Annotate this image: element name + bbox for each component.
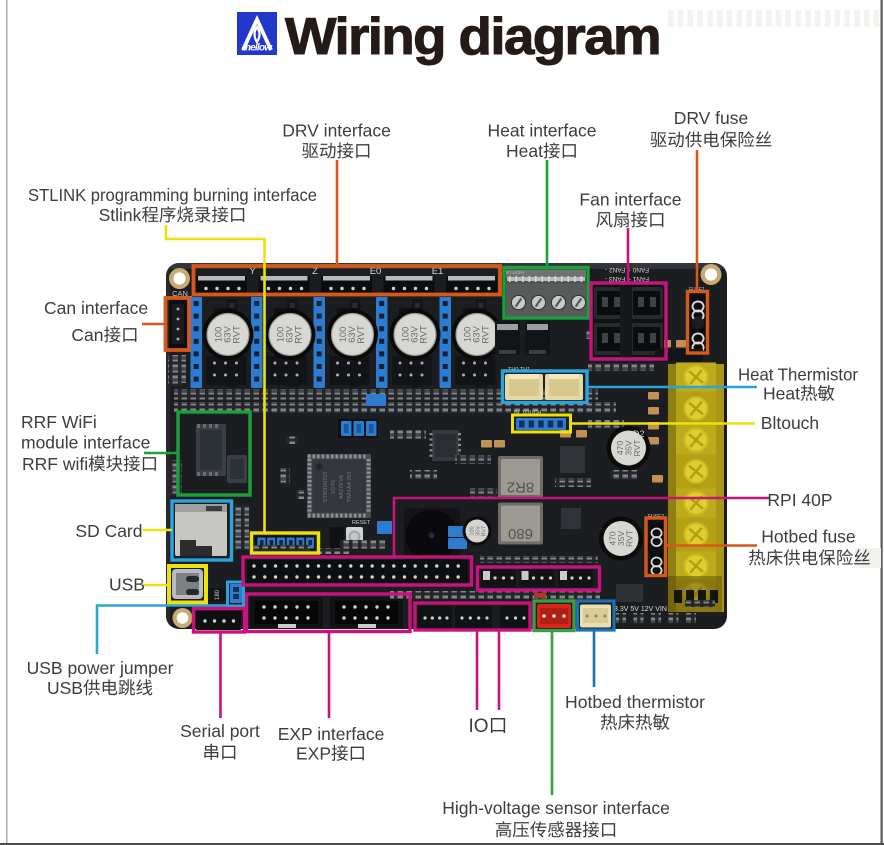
svg-text:mellow: mellow	[242, 43, 273, 54]
svg-text:DRV fuse: DRV fuse	[674, 108, 749, 128]
svg-text:RVT: RVT	[356, 325, 366, 344]
svg-text:EXP: EXP	[296, 744, 331, 764]
svg-text:RRF WiFi: RRF WiFi	[21, 412, 97, 432]
svg-text:RVT: RVT	[625, 529, 635, 547]
svg-text:Wiring diagram: Wiring diagram	[285, 8, 660, 66]
svg-text:E1: E1	[432, 266, 444, 277]
svg-text:63V: 63V	[472, 325, 482, 342]
svg-text:Can interface: Can interface	[44, 298, 148, 318]
svg-text:RVT: RVT	[481, 325, 491, 344]
svg-text:Z: Z	[312, 266, 318, 277]
svg-text:470: 470	[615, 441, 625, 456]
svg-text:Heat: Heat	[763, 384, 800, 404]
svg-text:RVT: RVT	[294, 325, 304, 344]
svg-text:180: 180	[215, 589, 221, 600]
svg-text:HEAT OUT: HEAT OUT	[501, 270, 524, 275]
svg-text:RVT: RVT	[482, 525, 488, 537]
svg-text:63V: 63V	[410, 325, 420, 342]
svg-text:DRV interface: DRV interface	[282, 121, 391, 141]
svg-text:IO: IO	[469, 716, 489, 737]
svg-text:100: 100	[276, 327, 286, 343]
svg-text:USB: USB	[109, 575, 145, 595]
svg-text:470: 470	[608, 531, 618, 546]
svg-text:module interface: module interface	[21, 433, 150, 453]
svg-text:100: 100	[214, 327, 224, 343]
svg-text:RESET: RESET	[352, 520, 371, 526]
svg-text:SD Card: SD Card	[75, 521, 142, 541]
svg-text:AA179 V6: AA179 V6	[339, 475, 345, 499]
svg-text:TWN AA 203: TWN AA 203	[347, 472, 353, 503]
svg-text:8R2: 8R2	[507, 479, 535, 496]
svg-text:3.3V 5V 12V VIN: 3.3V 5V 12V VIN	[614, 606, 667, 613]
svg-text:STLINK programming burning int: STLINK programming burning interface	[28, 185, 317, 205]
svg-text:Fan interface: Fan interface	[579, 190, 681, 210]
svg-text:RRF wifi: RRF wifi	[22, 454, 88, 474]
svg-text:EXP interface: EXP interface	[278, 724, 385, 744]
svg-text:Heat Thermistor: Heat Thermistor	[738, 365, 858, 385]
svg-text:35V: 35V	[624, 440, 634, 456]
svg-text:RVT: RVT	[632, 439, 642, 457]
svg-text:100: 100	[470, 526, 476, 535]
svg-text:Can: Can	[71, 325, 103, 345]
svg-text:VGT6: VGT6	[331, 480, 337, 494]
svg-text:Hotbed fuse: Hotbed fuse	[761, 527, 855, 547]
svg-text:Heat: Heat	[506, 141, 543, 161]
svg-text:BL TOUCH: BL TOUCH	[514, 410, 541, 416]
svg-text:RVT: RVT	[419, 325, 429, 344]
svg-text:RVT: RVT	[232, 325, 242, 344]
svg-text:E0: E0	[370, 266, 382, 277]
svg-text:Stlink: Stlink	[99, 205, 142, 225]
svg-text:Y: Y	[249, 266, 256, 277]
svg-text:100: 100	[463, 327, 473, 343]
svg-text:USB power jumper: USB power jumper	[27, 658, 174, 678]
svg-text:35V: 35V	[616, 531, 626, 547]
svg-text:63V: 63V	[285, 325, 295, 342]
svg-text:680: 680	[508, 525, 533, 542]
svg-text:63V: 63V	[223, 325, 233, 342]
svg-text:Serial port: Serial port	[180, 721, 260, 741]
svg-text:STM32H723: STM32H723	[323, 472, 329, 502]
svg-text:USB: USB	[47, 678, 83, 698]
svg-text:100: 100	[338, 327, 348, 343]
svg-text:Bltouch: Bltouch	[761, 413, 819, 433]
svg-text:D2: D2	[633, 429, 645, 439]
svg-text:35V: 35V	[476, 526, 482, 536]
svg-text:Heat interface: Heat interface	[488, 121, 597, 141]
svg-text:CAN: CAN	[172, 289, 188, 298]
svg-text:RPI 40P: RPI 40P	[767, 490, 832, 510]
svg-text:100: 100	[401, 327, 411, 343]
svg-text:63V: 63V	[347, 325, 357, 342]
svg-text:High-voltage sensor interface: High-voltage sensor interface	[442, 798, 670, 818]
svg-text:Hotbed thermistor: Hotbed thermistor	[565, 692, 705, 712]
